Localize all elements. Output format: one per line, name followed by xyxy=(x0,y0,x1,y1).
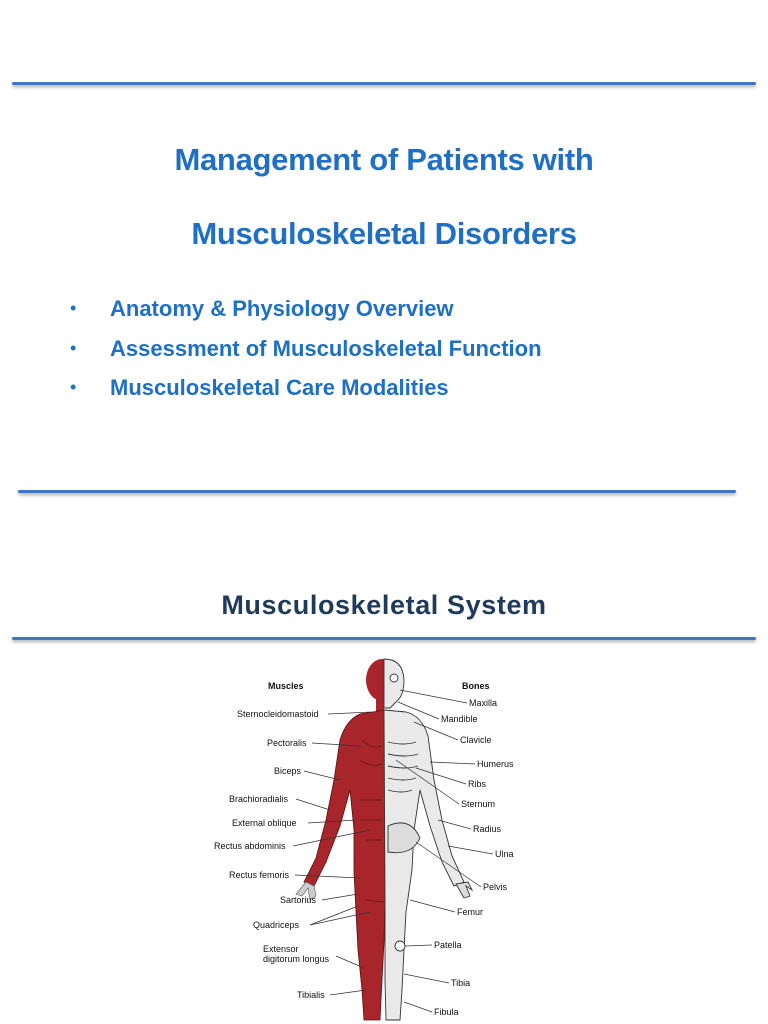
label-tibia: Tibia xyxy=(451,978,470,988)
label-sternum: Sternum xyxy=(461,799,495,809)
label-sartorius: Sartorius xyxy=(280,895,317,905)
label-maxilla: Maxilla xyxy=(469,698,497,708)
label-extensor: Extensor xyxy=(263,944,299,954)
bullet-dot-icon: • xyxy=(70,377,77,397)
bullet-text: Anatomy & Physiology Overview xyxy=(110,296,454,321)
label-humerus: Humerus xyxy=(477,759,514,769)
label-rectus-femoris: Rectus femoris xyxy=(229,870,290,880)
label-ribs: Ribs xyxy=(468,779,487,789)
muscle-half xyxy=(295,659,398,1021)
label-ulna: Ulna xyxy=(495,849,514,859)
label-brachioradialis: Brachioradialis xyxy=(229,794,289,804)
section-divider xyxy=(12,637,756,640)
bullet-text: Assessment of Musculoskeletal Function xyxy=(110,335,542,361)
slide-title-line-1: Management of Patients with xyxy=(174,142,594,177)
musculoskeletal-figure: Muscles Bones Sternocleidomastoid Pector… xyxy=(214,658,514,1021)
label-sternocleidomastoid: Sternocleidomastoid xyxy=(237,709,319,719)
bullet-dot-icon: • xyxy=(70,298,77,318)
label-pelvis: Pelvis xyxy=(483,882,508,892)
label-tibialis: Tibialis xyxy=(297,990,325,1000)
skeleton-half xyxy=(383,658,474,1021)
bones-header: Bones xyxy=(462,681,490,691)
bullet-dot-icon: • xyxy=(70,337,77,358)
label-radius: Radius xyxy=(473,824,502,834)
label-mandible: Mandible xyxy=(441,714,478,724)
label-digitorum-longus: digitorum longus xyxy=(263,954,330,964)
bullet-text: Musculoskeletal Care Modalities xyxy=(110,375,449,400)
top-divider xyxy=(12,82,756,85)
label-biceps: Biceps xyxy=(274,766,302,776)
slide-separator xyxy=(18,490,736,493)
label-femur: Femur xyxy=(457,907,483,917)
section-title: Musculoskeletal System xyxy=(221,590,547,620)
label-external-oblique: External oblique xyxy=(232,818,297,828)
label-patella: Patella xyxy=(434,940,462,950)
label-fibula: Fibula xyxy=(434,1007,459,1017)
label-pectoralis: Pectoralis xyxy=(267,738,307,748)
label-clavicle: Clavicle xyxy=(460,735,492,745)
label-quadriceps: Quadriceps xyxy=(253,920,300,930)
muscles-header: Muscles xyxy=(268,681,304,691)
label-rectus-abdominis: Rectus abdominis xyxy=(214,841,286,851)
muscle-labels: Sternocleidomastoid Pectoralis Biceps Br… xyxy=(214,709,373,1000)
slide-title-line-2: Musculoskeletal Disorders xyxy=(191,216,577,251)
bone-labels: Maxilla Mandible Clavicle Humerus Ribs S… xyxy=(395,689,514,1017)
